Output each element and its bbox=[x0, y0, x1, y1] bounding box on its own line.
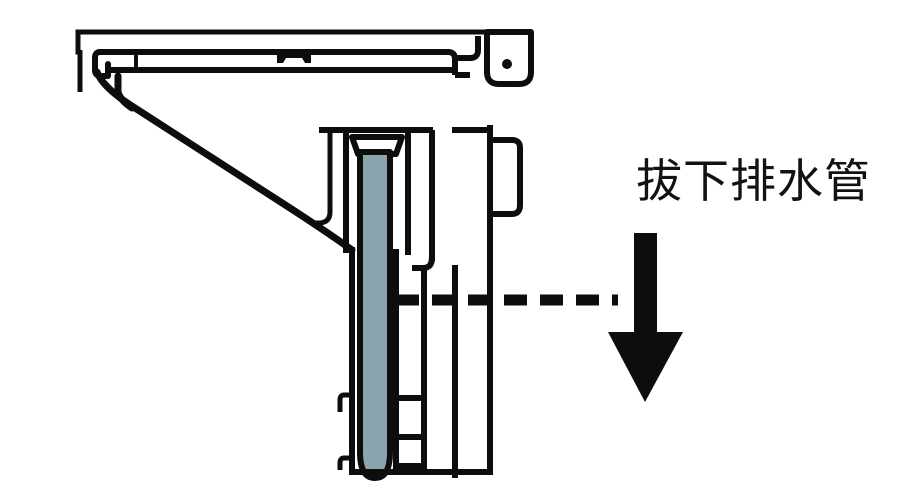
pull-direction-arrow bbox=[608, 233, 683, 402]
lid-notch bbox=[277, 52, 311, 63]
housing-outline bbox=[75, 29, 496, 55]
pipe-housing bbox=[319, 127, 436, 271]
lid-to-tab-connector bbox=[455, 36, 481, 78]
lid-panel bbox=[92, 49, 451, 79]
instruction-label: 拔下排水管 bbox=[636, 154, 871, 208]
drain-pipe[interactable] bbox=[357, 149, 393, 481]
screw-hole bbox=[502, 59, 512, 69]
support-bracket bbox=[93, 68, 356, 254]
retainer-hooks bbox=[337, 392, 352, 470]
lid-right-edge bbox=[447, 49, 458, 75]
chamber-shelves bbox=[393, 395, 427, 469]
pipe-collar bbox=[349, 134, 405, 157]
mounting-tab bbox=[484, 29, 534, 87]
bracket-inner-wall bbox=[312, 133, 333, 226]
